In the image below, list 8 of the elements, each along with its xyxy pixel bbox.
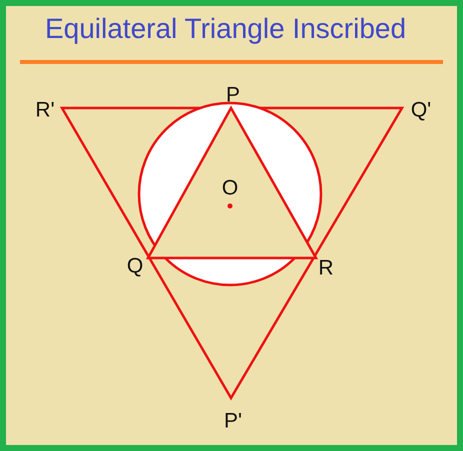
title: Equilateral Triangle Inscribed xyxy=(44,14,408,45)
point-label: R' xyxy=(35,100,55,120)
point-label: R xyxy=(318,258,334,278)
point-label: O xyxy=(222,178,238,198)
point-label: P xyxy=(226,84,240,106)
point-label: Q xyxy=(126,256,144,276)
point-label: Q' xyxy=(410,100,432,120)
point-label: P' xyxy=(224,410,242,432)
